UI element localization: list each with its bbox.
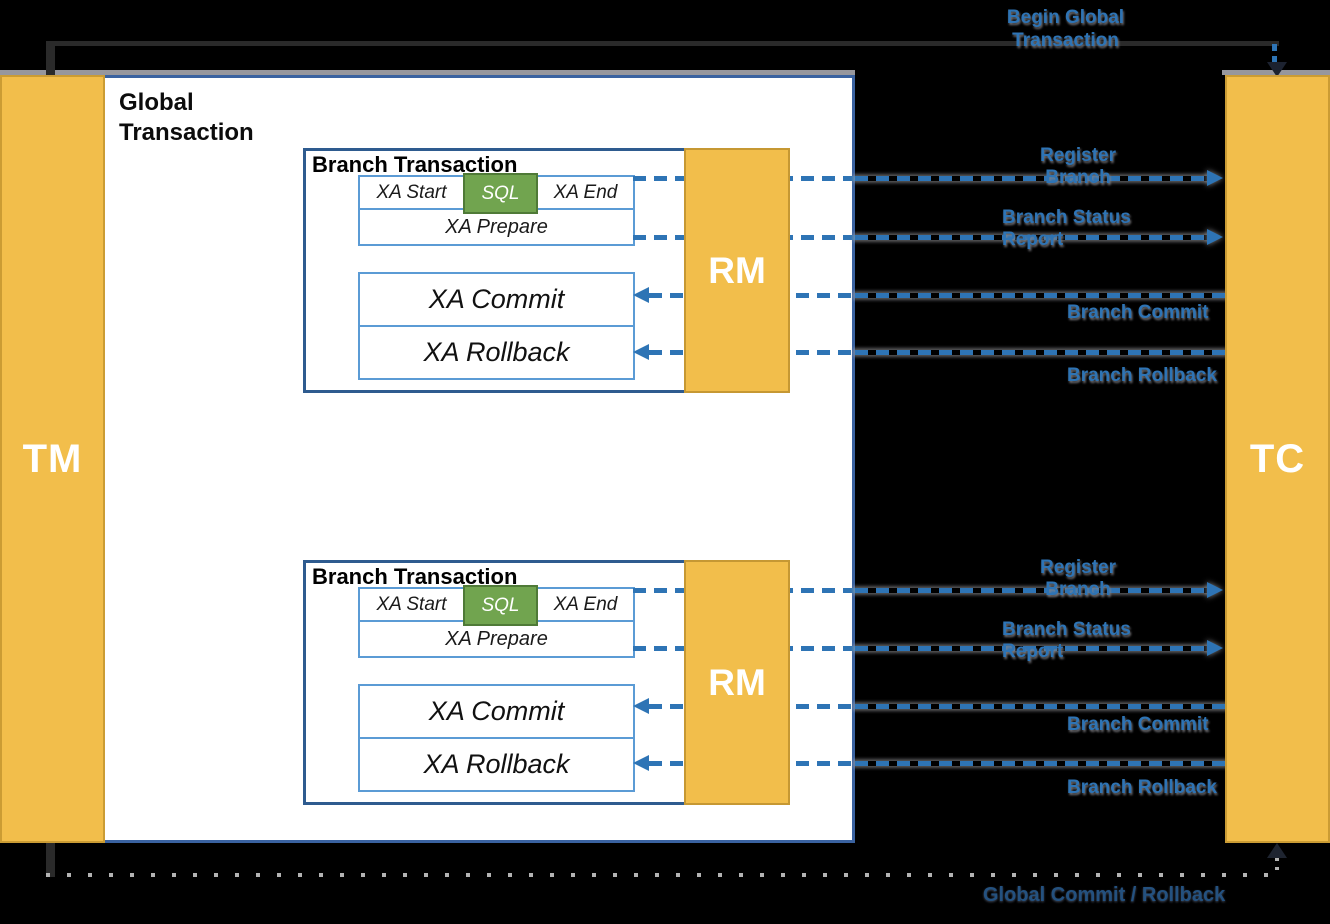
branch-rollback-label: Branch Rollback	[1067, 777, 1217, 798]
branch-rollback-label: Branch Rollback	[1067, 365, 1217, 386]
xa-commit-box: XA Commit	[358, 684, 635, 739]
arrow-right-icon	[1207, 170, 1223, 186]
arrow-left-icon	[633, 344, 649, 360]
global-commit-rollback-dotted-rise	[1275, 858, 1279, 873]
branch-status-report-label-line1: Branch Status	[1002, 207, 1131, 228]
arrow-left-icon	[633, 698, 649, 714]
register-branch-label-line1: Register	[1039, 145, 1117, 166]
branch-commit-label: Branch Commit	[1067, 302, 1209, 323]
xa-end-box: XA End	[536, 175, 635, 210]
rm-label: RM	[708, 249, 766, 291]
global-commit-rollback-label: Global Commit / Rollback	[983, 884, 1226, 906]
global-transaction-title: Global Transaction	[119, 88, 254, 148]
branch-transaction-title: Branch Transaction	[312, 564, 518, 589]
xa-end-box: XA End	[536, 587, 635, 622]
tm-top-connector-line	[46, 41, 55, 77]
tc-bar: TC	[1225, 75, 1330, 843]
arrow-up-icon	[1267, 843, 1287, 858]
shadow-band-left	[0, 70, 855, 75]
begin-global-transaction-dashed-drop	[1272, 44, 1277, 64]
branch-status-report-arrow	[855, 235, 1207, 240]
register-branch-arrow	[855, 176, 1207, 181]
register-branch-label: Register Branch	[1008, 145, 1148, 189]
arrow-down-icon	[1267, 62, 1287, 77]
global-transaction-title-line2: Transaction	[119, 119, 254, 146]
tm-bottom-connector-line	[46, 843, 55, 877]
tm-bar: TM	[0, 75, 105, 843]
xa-rollback-box: XA Rollback	[358, 737, 635, 792]
arrow-right-icon	[1207, 229, 1223, 245]
global-commit-rollback-line	[46, 873, 1279, 877]
xa-rollback-box: XA Rollback	[358, 325, 635, 380]
begin-global-transaction-line	[46, 41, 1279, 46]
branch-rollback-arrow	[855, 761, 1225, 766]
register-branch-label-line2: Branch	[1045, 579, 1111, 600]
arrow-right-icon	[1207, 582, 1223, 598]
register-branch-label-line1: Register	[1039, 557, 1117, 578]
global-transaction-title-line1: Global	[119, 89, 194, 116]
begin-global-transaction-label-line1: Begin Global	[1006, 7, 1125, 28]
sql-box: SQL	[463, 585, 538, 626]
rm-label: RM	[708, 661, 766, 703]
sql-box: SQL	[463, 173, 538, 214]
arrow-left-icon	[633, 287, 649, 303]
xa-commit-box: XA Commit	[358, 272, 635, 327]
branch-status-report-arrow	[855, 646, 1207, 651]
register-branch-arrow	[855, 588, 1207, 593]
register-branch-label: Register Branch	[1008, 557, 1148, 601]
branch-status-report-label-line2: Report	[1002, 229, 1064, 250]
branch-status-report-label: Branch Status Report	[1002, 619, 1131, 663]
rm-bar-1: RM	[684, 148, 790, 393]
branch-commit-arrow	[855, 293, 1225, 298]
branch-status-report-label-line2: Report	[1002, 641, 1064, 662]
tm-label: TM	[22, 436, 83, 481]
arrow-left-icon	[633, 755, 649, 771]
xa-prepare-box: XA Prepare	[358, 620, 635, 658]
xa-start-box: XA Start	[358, 587, 465, 622]
begin-global-transaction-label-line2: Transaction	[1012, 30, 1119, 51]
xa-start-sql-end-row: XA Start SQL XA End	[358, 585, 635, 626]
branch-commit-label: Branch Commit	[1067, 714, 1209, 735]
branch-transaction-title: Branch Transaction	[312, 152, 518, 177]
branch-commit-arrow	[855, 704, 1225, 709]
branch-rollback-arrow	[855, 350, 1225, 355]
arrow-right-icon	[1207, 640, 1223, 656]
xa-start-sql-end-row: XA Start SQL XA End	[358, 173, 635, 214]
branch-status-report-label: Branch Status Report	[1002, 207, 1131, 251]
rm-bar-2: RM	[684, 560, 790, 805]
tc-label: TC	[1249, 436, 1306, 481]
begin-global-transaction-label: Begin Global Transaction	[988, 6, 1143, 52]
register-branch-label-line2: Branch	[1045, 167, 1111, 188]
xa-start-box: XA Start	[358, 175, 465, 210]
branch-status-report-label-line1: Branch Status	[1002, 619, 1131, 640]
